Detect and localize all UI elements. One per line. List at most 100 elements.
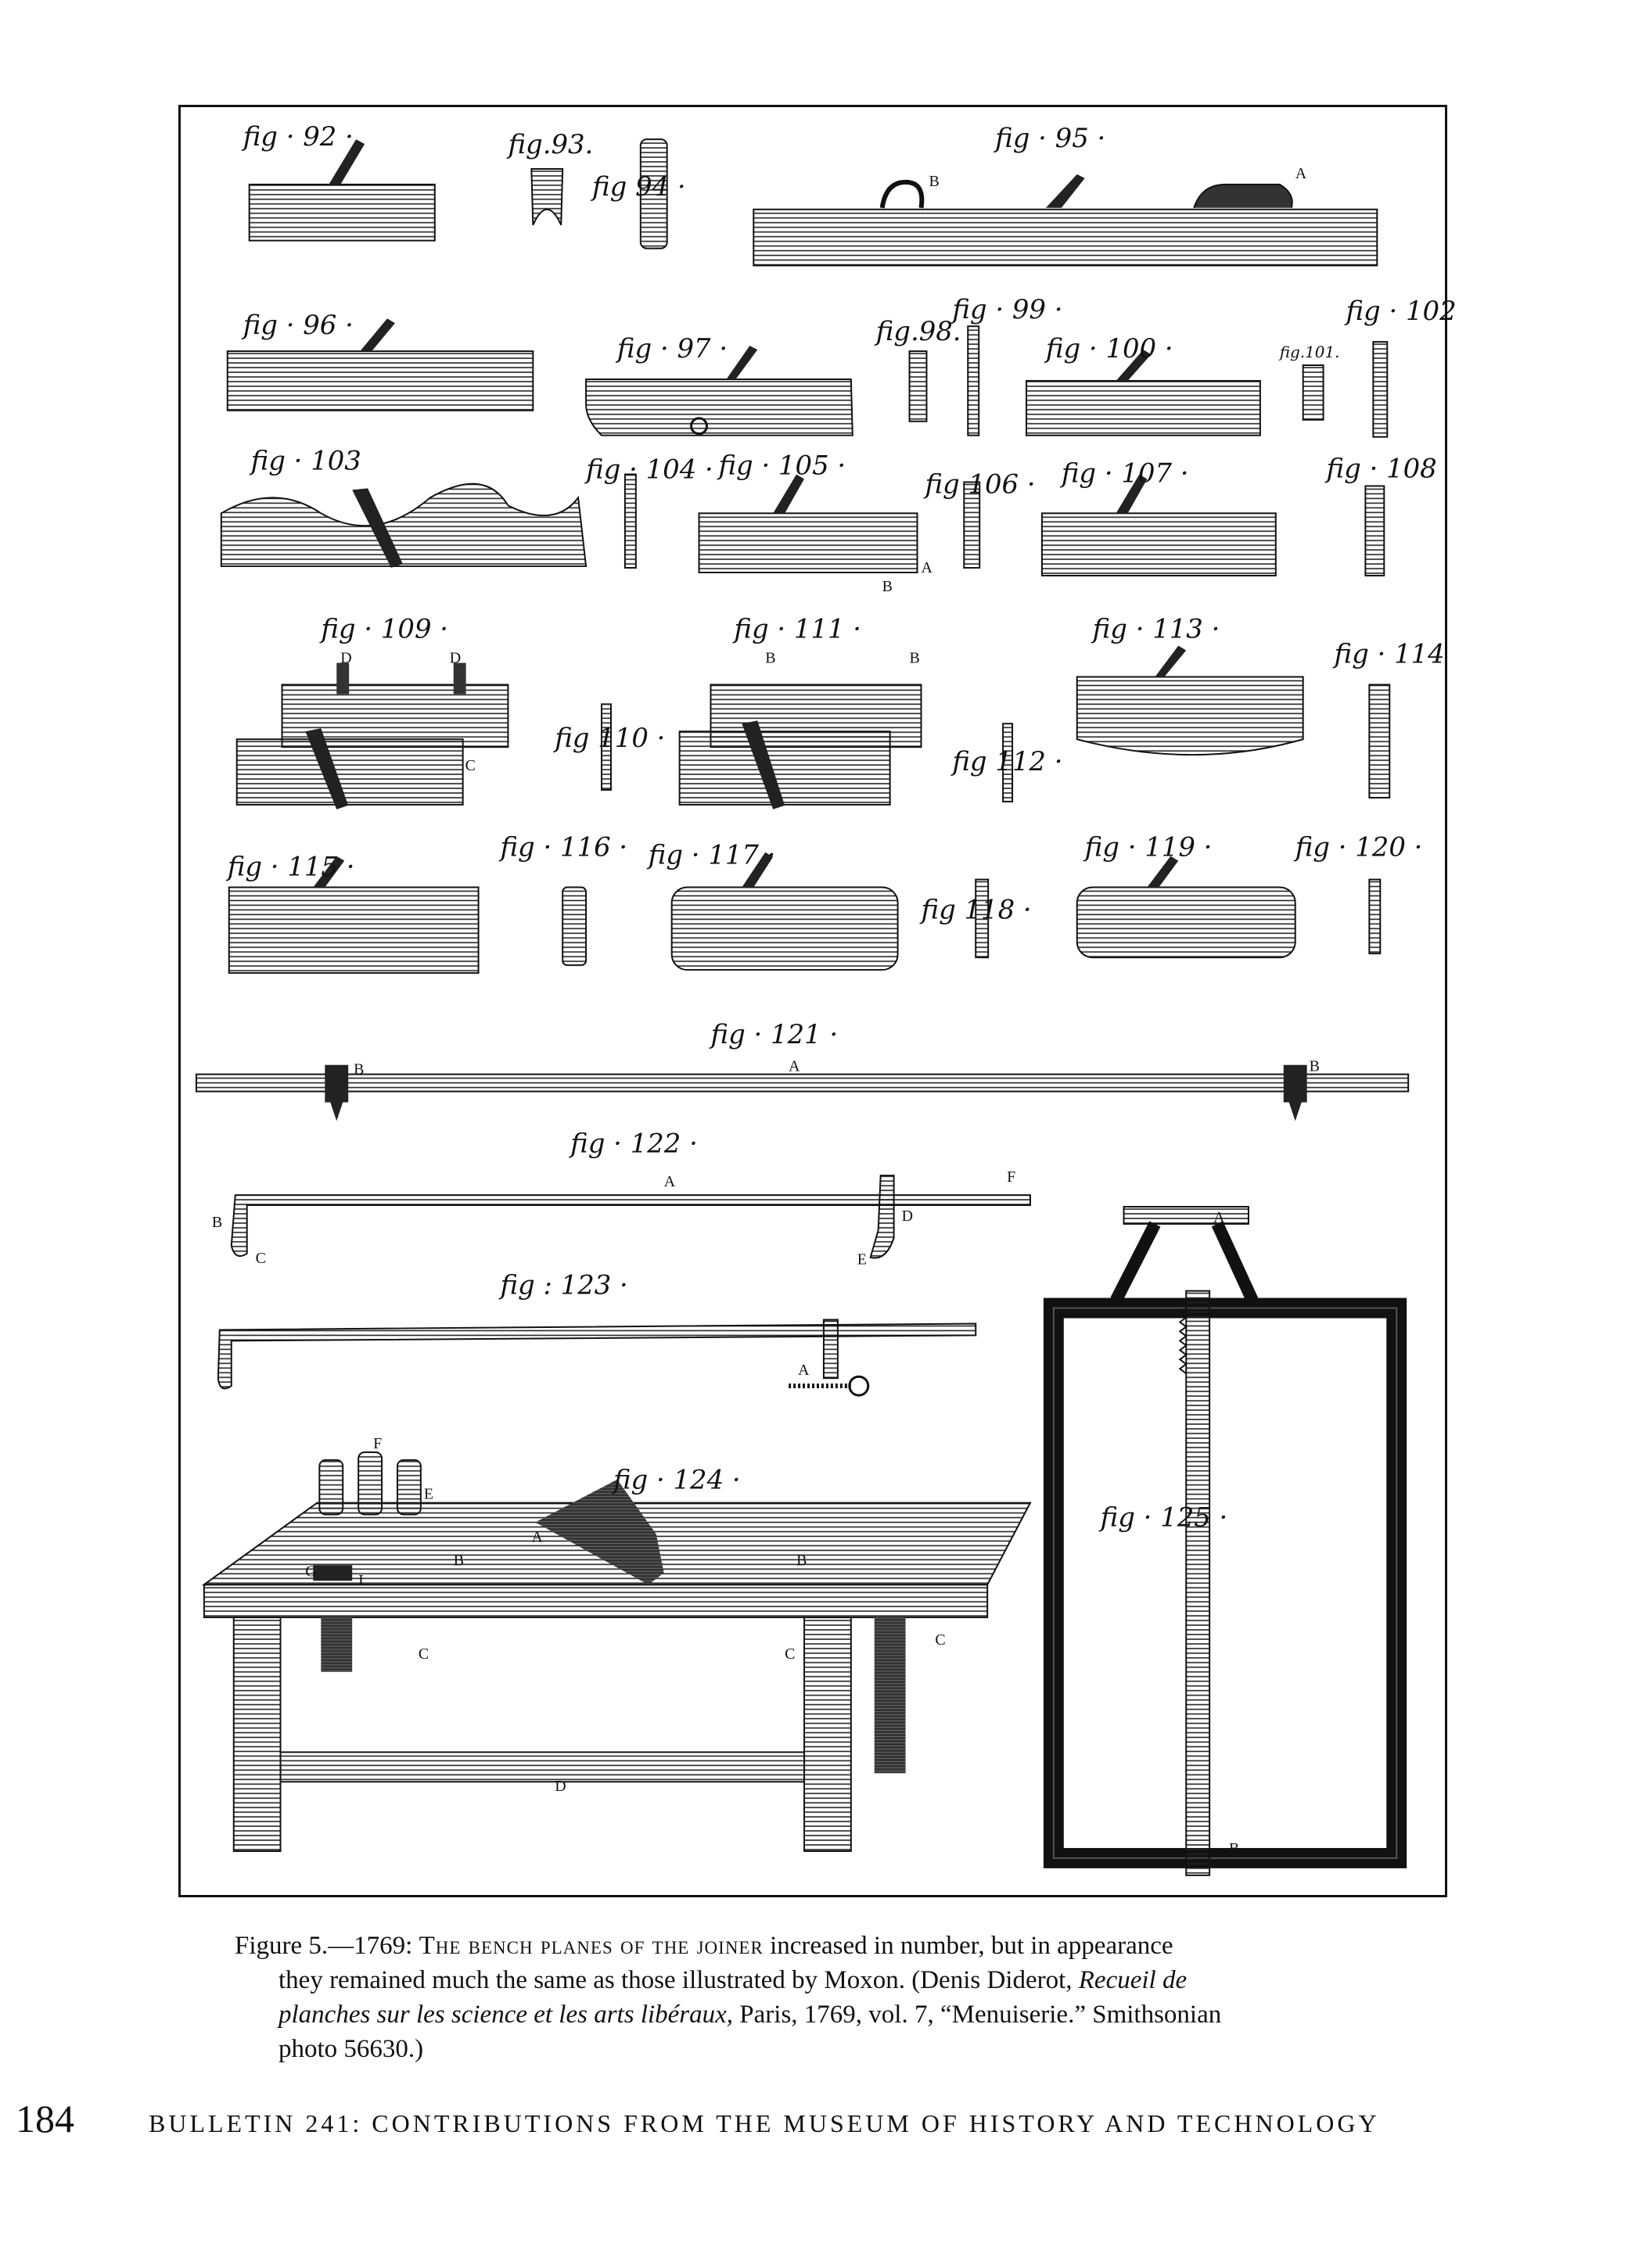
caption-line3a: planches sur les science et les arts lib… [278, 2001, 734, 2029]
fig-124-letter-d: D [555, 1778, 566, 1795]
fig-96-label: fig · 96 · [241, 310, 354, 340]
fig-95-letter-b: B [929, 173, 939, 190]
fig-113-compass-plane: fig · 113 · [1076, 614, 1304, 756]
fig-111-letter-b1: B [765, 650, 775, 667]
fig-105-letter-a: A [921, 559, 932, 576]
fig-108-iron: fig · 108 [1324, 453, 1437, 577]
caption-smallcaps: The bench planes of the joiner [419, 1932, 764, 1960]
fig-118-iron: fig 118 · [918, 878, 1032, 959]
caption-line-3: planches sur les science et les arts lib… [235, 1997, 1392, 2032]
fig-103-moulding-plane: fig · 103 [220, 446, 588, 569]
fig-111-label: fig · 111 · [731, 614, 861, 644]
fig-101-wedge: fig.101. [1278, 343, 1340, 421]
fig-113-label: fig · 113 · [1091, 614, 1220, 644]
caption-rest1: increased in number, but in appearance [763, 1932, 1173, 1960]
fig-121-letter-b1: B [354, 1061, 364, 1078]
fig-124-letter-f: F [373, 1435, 382, 1452]
caption-line3b: Paris, 1769, vol. 7, “Menuiserie.” Smith… [733, 2001, 1222, 2029]
fig-124-letter-b2: B [796, 1552, 807, 1569]
fig-93-iron: fig.93. [505, 129, 593, 226]
fig-120-label: fig · 120 · [1293, 832, 1423, 863]
fig-97-moulding-plane: fig · 97 · [585, 333, 853, 436]
fig-98-label: fig.98. [874, 316, 961, 346]
fig-109-letter-d1: D [340, 650, 351, 667]
fig-122-letter-c: C [256, 1250, 266, 1267]
fig-96-plane: fig · 96 · [226, 310, 534, 411]
fig-107-label: fig · 107 · [1059, 458, 1189, 488]
fig-123-clamp: A fig : 123 · [217, 1270, 977, 1397]
fig-124-letter-e: E [424, 1486, 433, 1503]
fig-124-letter-b1: B [454, 1552, 464, 1569]
fig-122-letter-f: F [1007, 1168, 1015, 1186]
fig-100-plane: fig · 100 · [1025, 333, 1261, 436]
fig-122-letter-b: B [212, 1214, 222, 1231]
fig-124-label: fig · 124 · [611, 1465, 741, 1495]
fig-105-label: fig · 105 · [716, 450, 846, 481]
fig-110-label: fig 110 · [552, 723, 665, 753]
fig-94-label: fig 94 · [590, 171, 686, 202]
fig-118-label: fig 118 · [918, 894, 1031, 924]
fig-95-label: fig · 95 · [993, 123, 1105, 153]
fig-124-letter-c1: C [419, 1645, 429, 1663]
fig-114-iron: fig · 114 [1332, 639, 1445, 798]
fig-122-letter-d: D [902, 1208, 913, 1225]
fig-110-iron: fig 110 · [552, 703, 665, 791]
fig-97-label: fig · 97 · [615, 333, 728, 364]
fig-112-label: fig 112 · [950, 746, 1062, 777]
fig-108-label: fig · 108 [1324, 453, 1437, 483]
fig-122-label: fig · 122 · [568, 1128, 698, 1158]
fig-121-panel-gauge: B A B fig · 121 · [195, 1019, 1410, 1121]
fig-120-iron: fig · 120 · [1293, 832, 1423, 955]
fig-104-iron: fig · 104 · [584, 454, 713, 569]
fig-115-plane: fig · 115 · [225, 852, 480, 974]
fig-92-label: fig · 92 · [241, 121, 354, 152]
caption-line-2: they remained much the same as those ill… [235, 1963, 1392, 1997]
fig-125-label: fig · 125 · [1098, 1502, 1228, 1533]
fig-98-wedge: fig.98. [874, 316, 961, 422]
fig-112-iron: fig 112 · [950, 723, 1063, 802]
fig-115-label: fig · 115 · [225, 852, 355, 882]
fig-125-frame-saw: A B fig · 125 · [1043, 1206, 1407, 1876]
fig-107-plane: fig · 107 · [1040, 458, 1277, 577]
running-head: BULLETIN 241: CONTRIBUTIONS FROM THE MUS… [149, 2109, 1380, 2137]
fig-94-wedge: fig 94 · [590, 138, 686, 249]
page-number: 184 [16, 2097, 74, 2141]
fig-124-letter-a: A [531, 1528, 543, 1545]
fig-105-letter-b: B [882, 578, 893, 595]
fig-124-letter-c2: C [785, 1645, 795, 1663]
fig-103-label: fig · 103 [249, 446, 361, 476]
fig-104-label: fig · 104 · [584, 454, 713, 484]
caption-line-4: photo 56630.) [278, 2035, 424, 2063]
fig-106-iron: fig 106 · [922, 468, 1036, 569]
caption-line2a: they remained much the same as those ill… [278, 1966, 1079, 1994]
fig-124-workbench: F E A B B G I C C C D fig · 124 · [201, 1435, 1032, 1852]
fig-123-label: fig : 123 · [498, 1270, 627, 1301]
fig-92-plane: fig · 92 · [241, 121, 436, 242]
engraving-plate: fig · 92 · fig.93. fig 94 · B A fig · 95… [178, 105, 1457, 1897]
page-footer: 184 BULLETIN 241: CONTRIBUTIONS FROM THE… [16, 2096, 1619, 2143]
caption-lead: Figure 5.—1769: [235, 1932, 419, 1960]
plate-illustration: fig · 92 · fig.93. fig 94 · B A fig · 95… [195, 121, 1457, 1876]
fig-93-label: fig.93. [505, 129, 593, 160]
fig-116-label: fig · 116 · [498, 832, 627, 863]
fig-106-label: fig 106 · [922, 468, 1035, 499]
fig-119-label: fig · 119 · [1083, 832, 1213, 863]
caption-line-1: Figure 5.—1769: The bench planes of the … [235, 1929, 1392, 1963]
fig-99-iron: fig · 99 · [950, 294, 1063, 436]
fig-111-letter-b2: B [910, 650, 920, 667]
caption-line2b: Recueil de [1078, 1966, 1188, 1994]
fig-124-letter-c3: C [935, 1631, 945, 1649]
fig-122-clamp: A B C D E F fig · 122 · [212, 1128, 1031, 1269]
fig-109-plough-plane: D D C fig · 109 · [235, 614, 509, 809]
fig-109-label: fig · 109 · [318, 614, 448, 644]
fig-121-label: fig · 121 · [708, 1019, 838, 1050]
fig-111-plough-plane: B B fig · 111 · [678, 614, 922, 809]
fig-99-label: fig · 99 · [950, 294, 1062, 325]
fig-109-letter-d2: D [450, 650, 461, 667]
fig-105-plane: A B fig · 105 · [698, 450, 932, 595]
fig-124-letter-g: G [305, 1563, 316, 1580]
fig-101-label: fig.101. [1278, 343, 1340, 361]
fig-124-letter-i: I [358, 1572, 364, 1589]
fig-102-label: fig · 102 [1343, 296, 1456, 326]
fig-125-letter-b: B [1229, 1840, 1239, 1857]
